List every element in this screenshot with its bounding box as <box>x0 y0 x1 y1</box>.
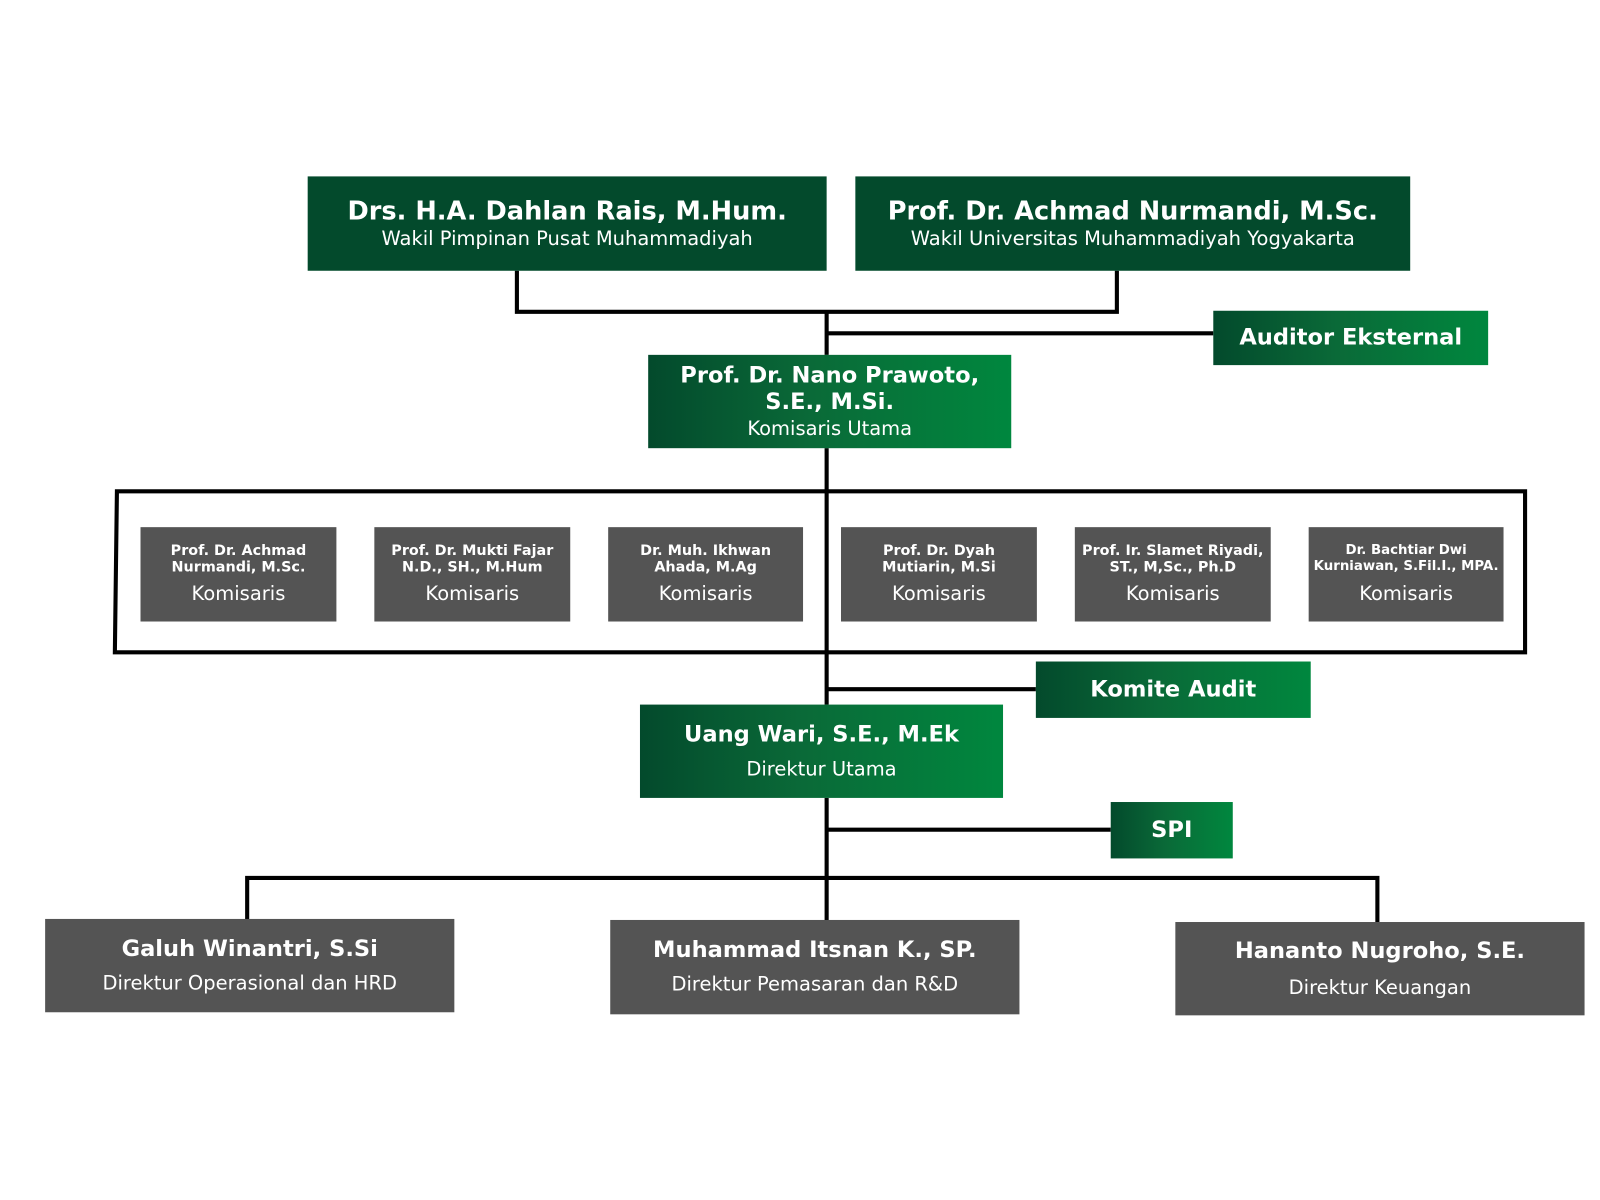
top-connector <box>514 270 1119 314</box>
person-name-line2: ST., M,Sc., Ph.D <box>1109 558 1237 576</box>
person-role: Direktur Operasional dan HRD <box>102 971 398 995</box>
person-name-line1: Prof. Dr. Nano Prawoto, <box>680 362 980 389</box>
person-role: Wakil Universitas Muhammadiyah Yogyakart… <box>910 227 1355 251</box>
komisaris-box: Prof. Dr. Dyah Mutiarin, M.Si Komisaris <box>840 527 1037 622</box>
person-role: Komisaris <box>1125 582 1220 606</box>
person-name-line2: Kurniawan, S.Fil.I., MPA. <box>1313 558 1499 575</box>
person-name: Prof. Dr. Achmad Nurmandi, M.Sc. <box>887 195 1378 226</box>
person-name-line2: Mutiarin, M.Si <box>882 558 996 576</box>
person-name: Muhammad Itsnan K., SP. <box>653 937 977 964</box>
direktur-box: Muhammad Itsnan K., SP. Direktur Pemasar… <box>610 919 1020 1015</box>
komisaris-utama-box: Prof. Dr. Nano Prawoto, S.E., M.Si. Komi… <box>648 354 1012 449</box>
person-role: Komisaris Utama <box>747 416 913 440</box>
person-name-line1: Dr. Bachtiar Dwi <box>1345 542 1467 558</box>
komite-audit-box: Komite Audit <box>1035 661 1311 718</box>
person-name-line1: Prof. Ir. Slamet Riyadi, <box>1082 542 1264 559</box>
komisaris-box: Prof. Ir. Slamet Riyadi, ST., M,Sc., Ph.… <box>1074 527 1271 622</box>
spi-box: SPI <box>1110 802 1233 859</box>
direktur-utama-box: Uang Wari, S.E., M.Ek Direktur Utama <box>639 704 1004 798</box>
auditor-eksternal-box: Auditor Eksternal <box>1213 310 1489 366</box>
person-role: Direktur Utama <box>746 757 897 780</box>
direktur-box: Galuh Winantri, S.Si Direktur Operasiona… <box>45 918 455 1013</box>
person-name: Drs. H.A. Dahlan Rais, M.Hum. <box>347 195 787 226</box>
person-name: Galuh Winantri, S.Si <box>121 935 378 962</box>
person-name-line1: Prof. Dr. Dyah <box>882 542 995 559</box>
direktur-box: Hananto Nugroho, S.E. Direktur Keuangan <box>1175 922 1585 1016</box>
person-name: Uang Wari, S.E., M.Ek <box>684 721 959 748</box>
person-role: Direktur Keuangan <box>1288 975 1472 999</box>
person-role: Komisaris <box>191 582 286 606</box>
person-name-line1: Prof. Dr. Mukti Fajar <box>391 542 554 559</box>
komisaris-box: Dr. Muh. Ikhwan Ahada, M.Ag Komisaris <box>608 527 804 622</box>
person-role: Komisaris <box>1359 582 1454 606</box>
direktur-connector <box>245 875 1380 923</box>
komisaris-box: Prof. Dr. Mukti Fajar N.D., SH., M.Hum K… <box>374 527 571 622</box>
komisaris-box: Prof. Dr. Achmad Nurmandi, M.Sc. Komisar… <box>140 527 337 622</box>
komisaris-box: Dr. Bachtiar Dwi Kurniawan, S.Fil.I., MP… <box>1308 527 1504 622</box>
person-role: Direktur Pemasaran dan R&D <box>671 973 959 996</box>
pemegang-saham-box-1: Drs. H.A. Dahlan Rais, M.Hum. Wakil Pimp… <box>307 176 827 271</box>
pemegang-saham-box-2: Prof. Dr. Achmad Nurmandi, M.Sc. Wakil U… <box>855 176 1411 271</box>
person-role: Komisaris <box>892 582 986 606</box>
person-name-line1: Dr. Muh. Ikhwan <box>640 542 772 559</box>
spi-label: SPI <box>1151 817 1193 844</box>
person-name: Hananto Nugroho, S.E. <box>1234 937 1526 964</box>
komisaris-frame <box>112 489 1528 655</box>
person-role: Wakil Pimpinan Pusat Muhammadiyah <box>381 227 753 251</box>
person-name-line2: S.E., M.Si. <box>765 389 895 415</box>
person-role: Komisaris <box>425 582 520 606</box>
person-name-line2: Ahada, M.Ag <box>654 558 757 576</box>
person-name-line2: N.D., SH., M.Hum <box>402 558 543 576</box>
auditor-eksternal-label: Auditor Eksternal <box>1239 325 1463 351</box>
person-name-line1: Prof. Dr. Achmad <box>170 542 307 559</box>
person-role: Komisaris <box>658 582 753 606</box>
person-name-line2: Nurmandi, M.Sc. <box>171 558 306 576</box>
komite-audit-label: Komite Audit <box>1090 676 1257 703</box>
